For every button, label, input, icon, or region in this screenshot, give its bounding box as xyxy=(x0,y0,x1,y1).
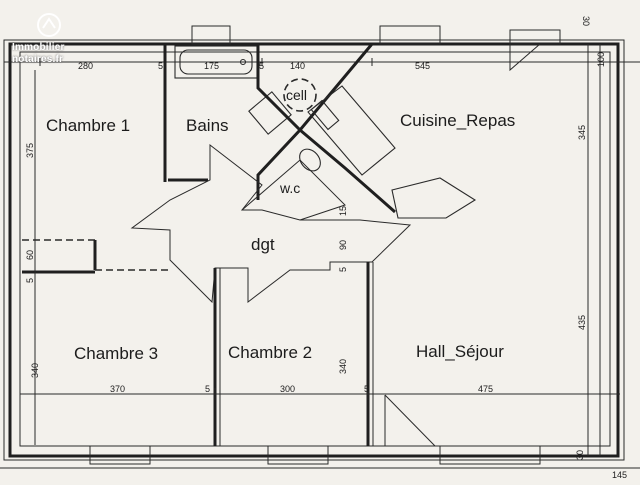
dim-175: 175 xyxy=(204,61,219,71)
logo-line-2: notaires.fr xyxy=(12,54,64,65)
dim-edge-145: 145 xyxy=(612,470,627,480)
room-label-bains: Bains xyxy=(186,116,229,135)
dim-5a: 5 xyxy=(158,61,163,71)
dim-left-60: 60 xyxy=(25,250,35,260)
dim-left-340: 340 xyxy=(30,363,40,378)
sink-icon xyxy=(248,91,292,135)
dim-mid-5: 5 xyxy=(338,267,348,272)
window-bottom-2 xyxy=(267,445,329,465)
kitchen-peninsula xyxy=(391,177,477,219)
window-top-1 xyxy=(191,25,231,45)
dim-corner-30a: 30 xyxy=(581,16,591,26)
room-label-cell: cell xyxy=(286,87,307,103)
dim-chambre2-340: 340 xyxy=(338,359,348,374)
dim-280: 280 xyxy=(78,61,93,71)
dim-bottom-475: 475 xyxy=(478,384,493,394)
wall-diagonal-kitchen xyxy=(298,43,374,131)
window-bottom-1 xyxy=(89,445,151,465)
room-label-hall: Hall_Séjour xyxy=(416,342,504,361)
dim-mid-15: 15 xyxy=(338,206,348,216)
room-label-chambre3: Chambre 3 xyxy=(74,344,158,363)
dim-left-5: 5 xyxy=(25,278,35,283)
window-bottom-3 xyxy=(439,445,541,465)
window-top-3 xyxy=(509,29,561,45)
kitchen-counter xyxy=(307,85,396,176)
cell-circle xyxy=(283,78,317,112)
outer-wall xyxy=(8,42,620,458)
logo-line-1: Immobilier xyxy=(12,42,65,53)
dim-bottom-5a: 5 xyxy=(205,384,210,394)
dim-right-345: 345 xyxy=(577,125,587,140)
dim-bottom-300: 300 xyxy=(280,384,295,394)
dim-left-375: 375 xyxy=(25,143,35,158)
dim-mid-90: 90 xyxy=(338,240,348,250)
front-door xyxy=(384,395,435,447)
notaires-logo: Immobilier notaires.fr xyxy=(8,8,98,68)
window-top-2 xyxy=(379,25,441,45)
dim-corner-30b: 30 xyxy=(575,450,585,460)
room-label-cuisine: Cuisine_Repas xyxy=(400,111,515,130)
dim-bottom-370: 370 xyxy=(110,384,125,394)
dim-right-100: 100 xyxy=(596,52,606,67)
logo-icon xyxy=(37,13,61,37)
dim-545: 545 xyxy=(415,61,430,71)
dim-bottom-5b: 5 xyxy=(364,384,369,394)
dim-140: 140 xyxy=(290,61,305,71)
room-label-chambre2: Chambre 2 xyxy=(228,343,312,362)
dgt-outline xyxy=(130,143,412,304)
room-label-dgt: dgt xyxy=(251,235,275,254)
frame-line xyxy=(3,39,625,461)
room-label-chambre1: Chambre 1 xyxy=(46,116,130,135)
toilet-icon xyxy=(299,148,321,172)
dim-right-435: 435 xyxy=(577,315,587,330)
wc-enclosure xyxy=(241,159,346,221)
room-label-wc: w.c xyxy=(279,180,300,196)
dim-5b: 5 xyxy=(259,61,264,71)
